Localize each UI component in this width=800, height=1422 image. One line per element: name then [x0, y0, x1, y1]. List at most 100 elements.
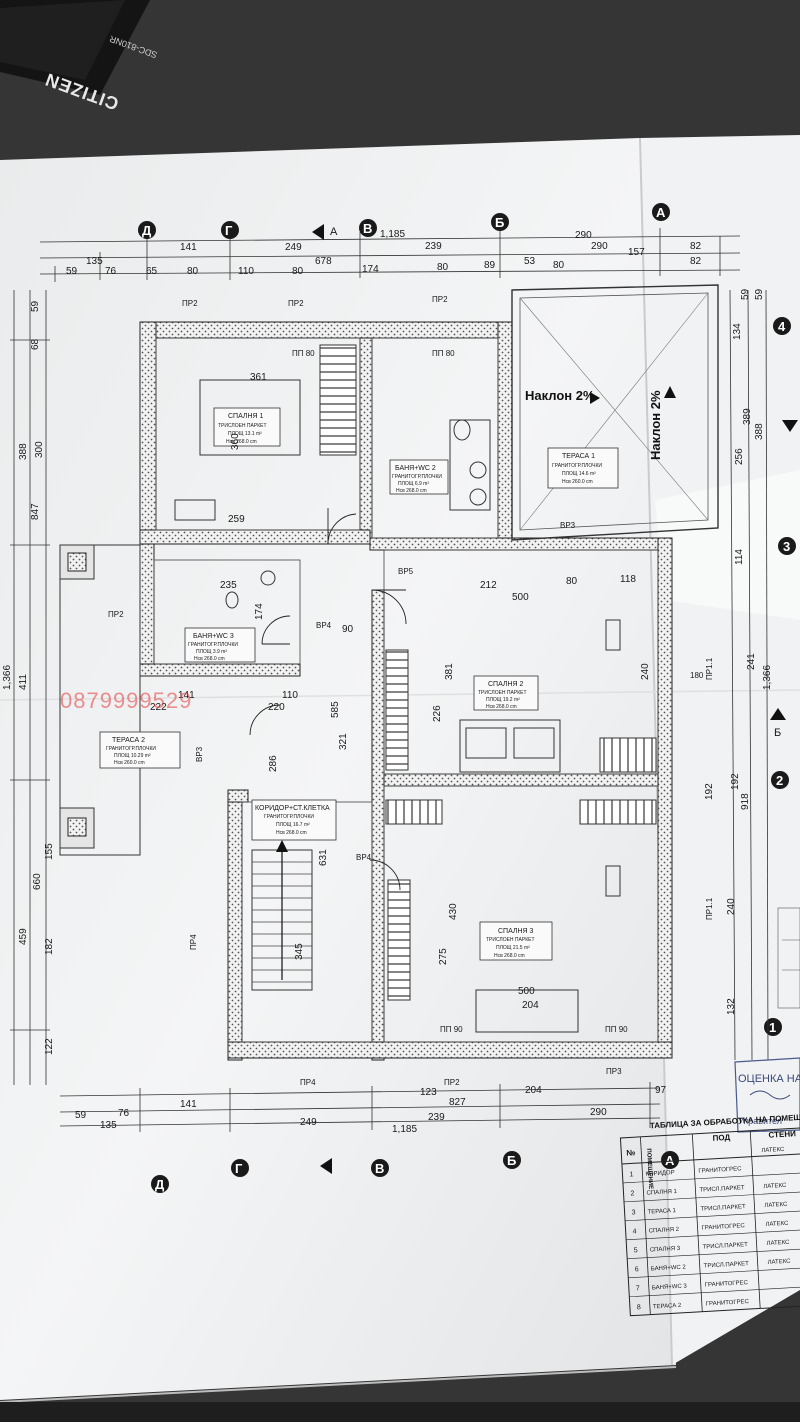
axis-label-a-top: А	[656, 205, 666, 220]
terrace2-area: ПЛОЩ 10.29 m²	[114, 753, 151, 759]
dim-row2-12: 290	[591, 241, 608, 252]
door-swings	[249, 508, 407, 891]
svg-text:ЛАТЕКС: ЛАТЕКС	[763, 1183, 787, 1190]
phone-watermark: 0879999529	[60, 688, 192, 713]
inner-dim-11: 275	[438, 948, 449, 965]
opening-14: ПП 90	[605, 1025, 628, 1034]
bedroom1-depth: 360	[230, 433, 241, 450]
dim-right-5: 389	[742, 408, 753, 425]
dim-bottom-11: 135	[100, 1120, 117, 1131]
dim-left-5: 847	[30, 503, 41, 520]
bath2-height: Нсв 268.0 cm	[396, 488, 427, 494]
svg-text:2: 2	[630, 1190, 634, 1197]
dim-row2-9: 89	[484, 260, 496, 271]
top-dimension-lines	[39, 228, 741, 282]
svg-text:ГРАНИТОГРЕС: ГРАНИТОГРЕС	[698, 1166, 742, 1174]
opening-18: ПР1.1	[705, 897, 714, 920]
bedroom3-floor: ТРИСЛОЕН ПАРКЕТ	[486, 937, 535, 943]
bedroom1-area: ПЛОЩ 13.1 m²	[228, 431, 262, 437]
axis-label-4: 4	[778, 319, 786, 334]
opening-6: ПП 80	[432, 349, 455, 358]
inner-dim-4: 118	[620, 574, 636, 585]
dim-bottom-8: 249	[300, 1117, 317, 1128]
bedroom1-height: Нсв 268.0 cm	[226, 439, 257, 445]
bath3-height: Нсв 268.0 cm	[194, 656, 225, 662]
dim-top-2: 141	[180, 242, 197, 253]
dim-left-6: 1,366	[2, 665, 13, 690]
opening-labels: ПР2 ПР2 ПР2 ПР2 ПП 80 ПП 80 ВР3 ВР5 ВР4 …	[108, 295, 714, 1087]
opening-16: ПР3	[606, 1067, 622, 1076]
axis-label-d-bottom: Д	[155, 1177, 165, 1192]
section-mark-b-right: Б	[774, 727, 781, 739]
bedroom1-name: СПАЛНЯ 1	[228, 413, 264, 420]
bedroom2-height: Нсв 268.0 cm	[486, 704, 517, 710]
opening-1: ПР2	[182, 299, 198, 308]
opening-13: ПП 90	[440, 1025, 463, 1034]
dim-top-9: 82	[690, 256, 702, 267]
dim-top-4: 678	[315, 256, 332, 267]
terrace2-name: ТЕРАСА 2	[112, 737, 145, 744]
table-row: 6 БАНЯ+WC 2 ТРИСЛ.ПАРКЕТ ЛАТЕКС	[635, 1259, 792, 1274]
opening-7: ВР3	[560, 521, 576, 530]
dim-bottom-2: 827	[449, 1097, 466, 1108]
inner-dim-10: 430	[448, 903, 459, 920]
svg-text:6: 6	[635, 1266, 639, 1273]
table-header-room: ПОМЕЩЕНИЕ	[645, 1148, 653, 1189]
opening-2: ПР2	[288, 299, 304, 308]
dim-row2-5: 110	[238, 266, 254, 277]
opening-9: ВР4	[316, 621, 332, 630]
room-terrace1: ТЕРАСА 1 ГРАНИТОГР.ПЛОЧКИ ПЛОЩ 14.6 m² Н…	[511, 284, 719, 541]
inner-dim-7: 240	[640, 663, 651, 680]
inner-dim-16: 286	[268, 755, 279, 772]
dim-bottom-3: 204	[525, 1085, 542, 1096]
opening-15: ПР2	[444, 1078, 460, 1087]
room-bedroom2: СПАЛНЯ 2 ТРИСЛОЕН ПАРКЕТ ПЛОЩ 19.2 m² Нс…	[383, 549, 659, 775]
corridor-floor: ГРАНИТОГР.ПЛОЧКИ	[264, 814, 314, 820]
bath3-name: БАНЯ+WC 3	[193, 633, 234, 640]
dim-left-12: 155	[44, 843, 55, 860]
inner-dim-19: 235	[220, 580, 237, 591]
inner-dim-17: 585	[330, 701, 341, 718]
svg-text:ТЕРАСА 2: ТЕРАСА 2	[653, 1303, 682, 1311]
terrace1-area: ПЛОЩ 14.6 m²	[562, 471, 596, 477]
stamp-line: Управител	[738, 1116, 782, 1126]
corridor-name: КОРИДОР+СТ.КЛЕТКА	[255, 805, 330, 812]
axis-label-g-bottom: Г	[235, 1161, 243, 1176]
room-corridor: КОРИДОР+СТ.КЛЕТКА ГРАНИТОГР.ПЛОЧКИ ПЛОЩ …	[241, 799, 373, 1043]
dim-top-7: 290	[575, 230, 592, 241]
inner-dim-8: 180	[690, 671, 704, 680]
dim-row2-2: 76	[105, 266, 117, 277]
right-dimension-lines	[729, 289, 769, 1061]
svg-text:ГРАНИТОГРЕС: ГРАНИТОГРЕС	[706, 1299, 750, 1307]
inner-dimensions: 259 212 500 118 381 226 240 180 192 430 …	[150, 514, 715, 1011]
table-row: 1 КОРИДОР ГРАНИТОГРЕС ЛАТЕКС	[629, 1147, 785, 1179]
opening-5: ПП 80	[292, 349, 315, 358]
room-bedroom1: СПАЛНЯ 1 ТРИСЛОЕН ПАРКЕТ ПЛОЩ 13.1 m² Нс…	[155, 337, 361, 531]
dim-right-3: 134	[732, 323, 743, 340]
dim-bottom-9: 239	[428, 1112, 445, 1123]
inner-dim-20: 222	[150, 702, 167, 713]
second-sheet-notes	[777, 907, 800, 1009]
dim-top-5: 1,185	[380, 229, 405, 240]
room-bath3: БАНЯ+WC 3 ГРАНИТОГР.ПЛОЧКИ ПЛОЩ 3.9 m² Н…	[153, 559, 301, 665]
section-mark-a-top: A	[330, 226, 338, 238]
inner-dim-21: 141	[178, 690, 195, 701]
bottom-dimension-lines	[59, 1082, 661, 1132]
dim-left-1: 59	[30, 300, 41, 312]
bath3-area: ПЛОЩ 3.9 m²	[196, 649, 227, 655]
table-header-floor: ПОД	[712, 1133, 730, 1143]
dim-row2-4: 80	[187, 266, 199, 277]
inner-dim-5: 381	[444, 663, 455, 680]
axis-label-3: 3	[783, 539, 790, 554]
dim-bottom-7: 141	[180, 1099, 197, 1110]
axis-label-d-top: Д	[142, 223, 152, 238]
slope-label-2: Наклон 2%	[648, 390, 663, 460]
dim-left-9: 459	[18, 928, 29, 945]
opening-12: ПР4	[189, 934, 198, 950]
opening-19: ПР4	[300, 1078, 316, 1087]
table-row: 2 СПАЛНЯ 1 ТРИСЛ.ПАРКЕТ ЛАТЕКС	[630, 1183, 787, 1198]
dim-left-10: 182	[44, 938, 55, 955]
svg-text:ЛАТЕКС: ЛАТЕКС	[764, 1202, 788, 1209]
dim-bottom-6: 76	[118, 1108, 130, 1119]
axis-label-1: 1	[769, 1020, 776, 1035]
